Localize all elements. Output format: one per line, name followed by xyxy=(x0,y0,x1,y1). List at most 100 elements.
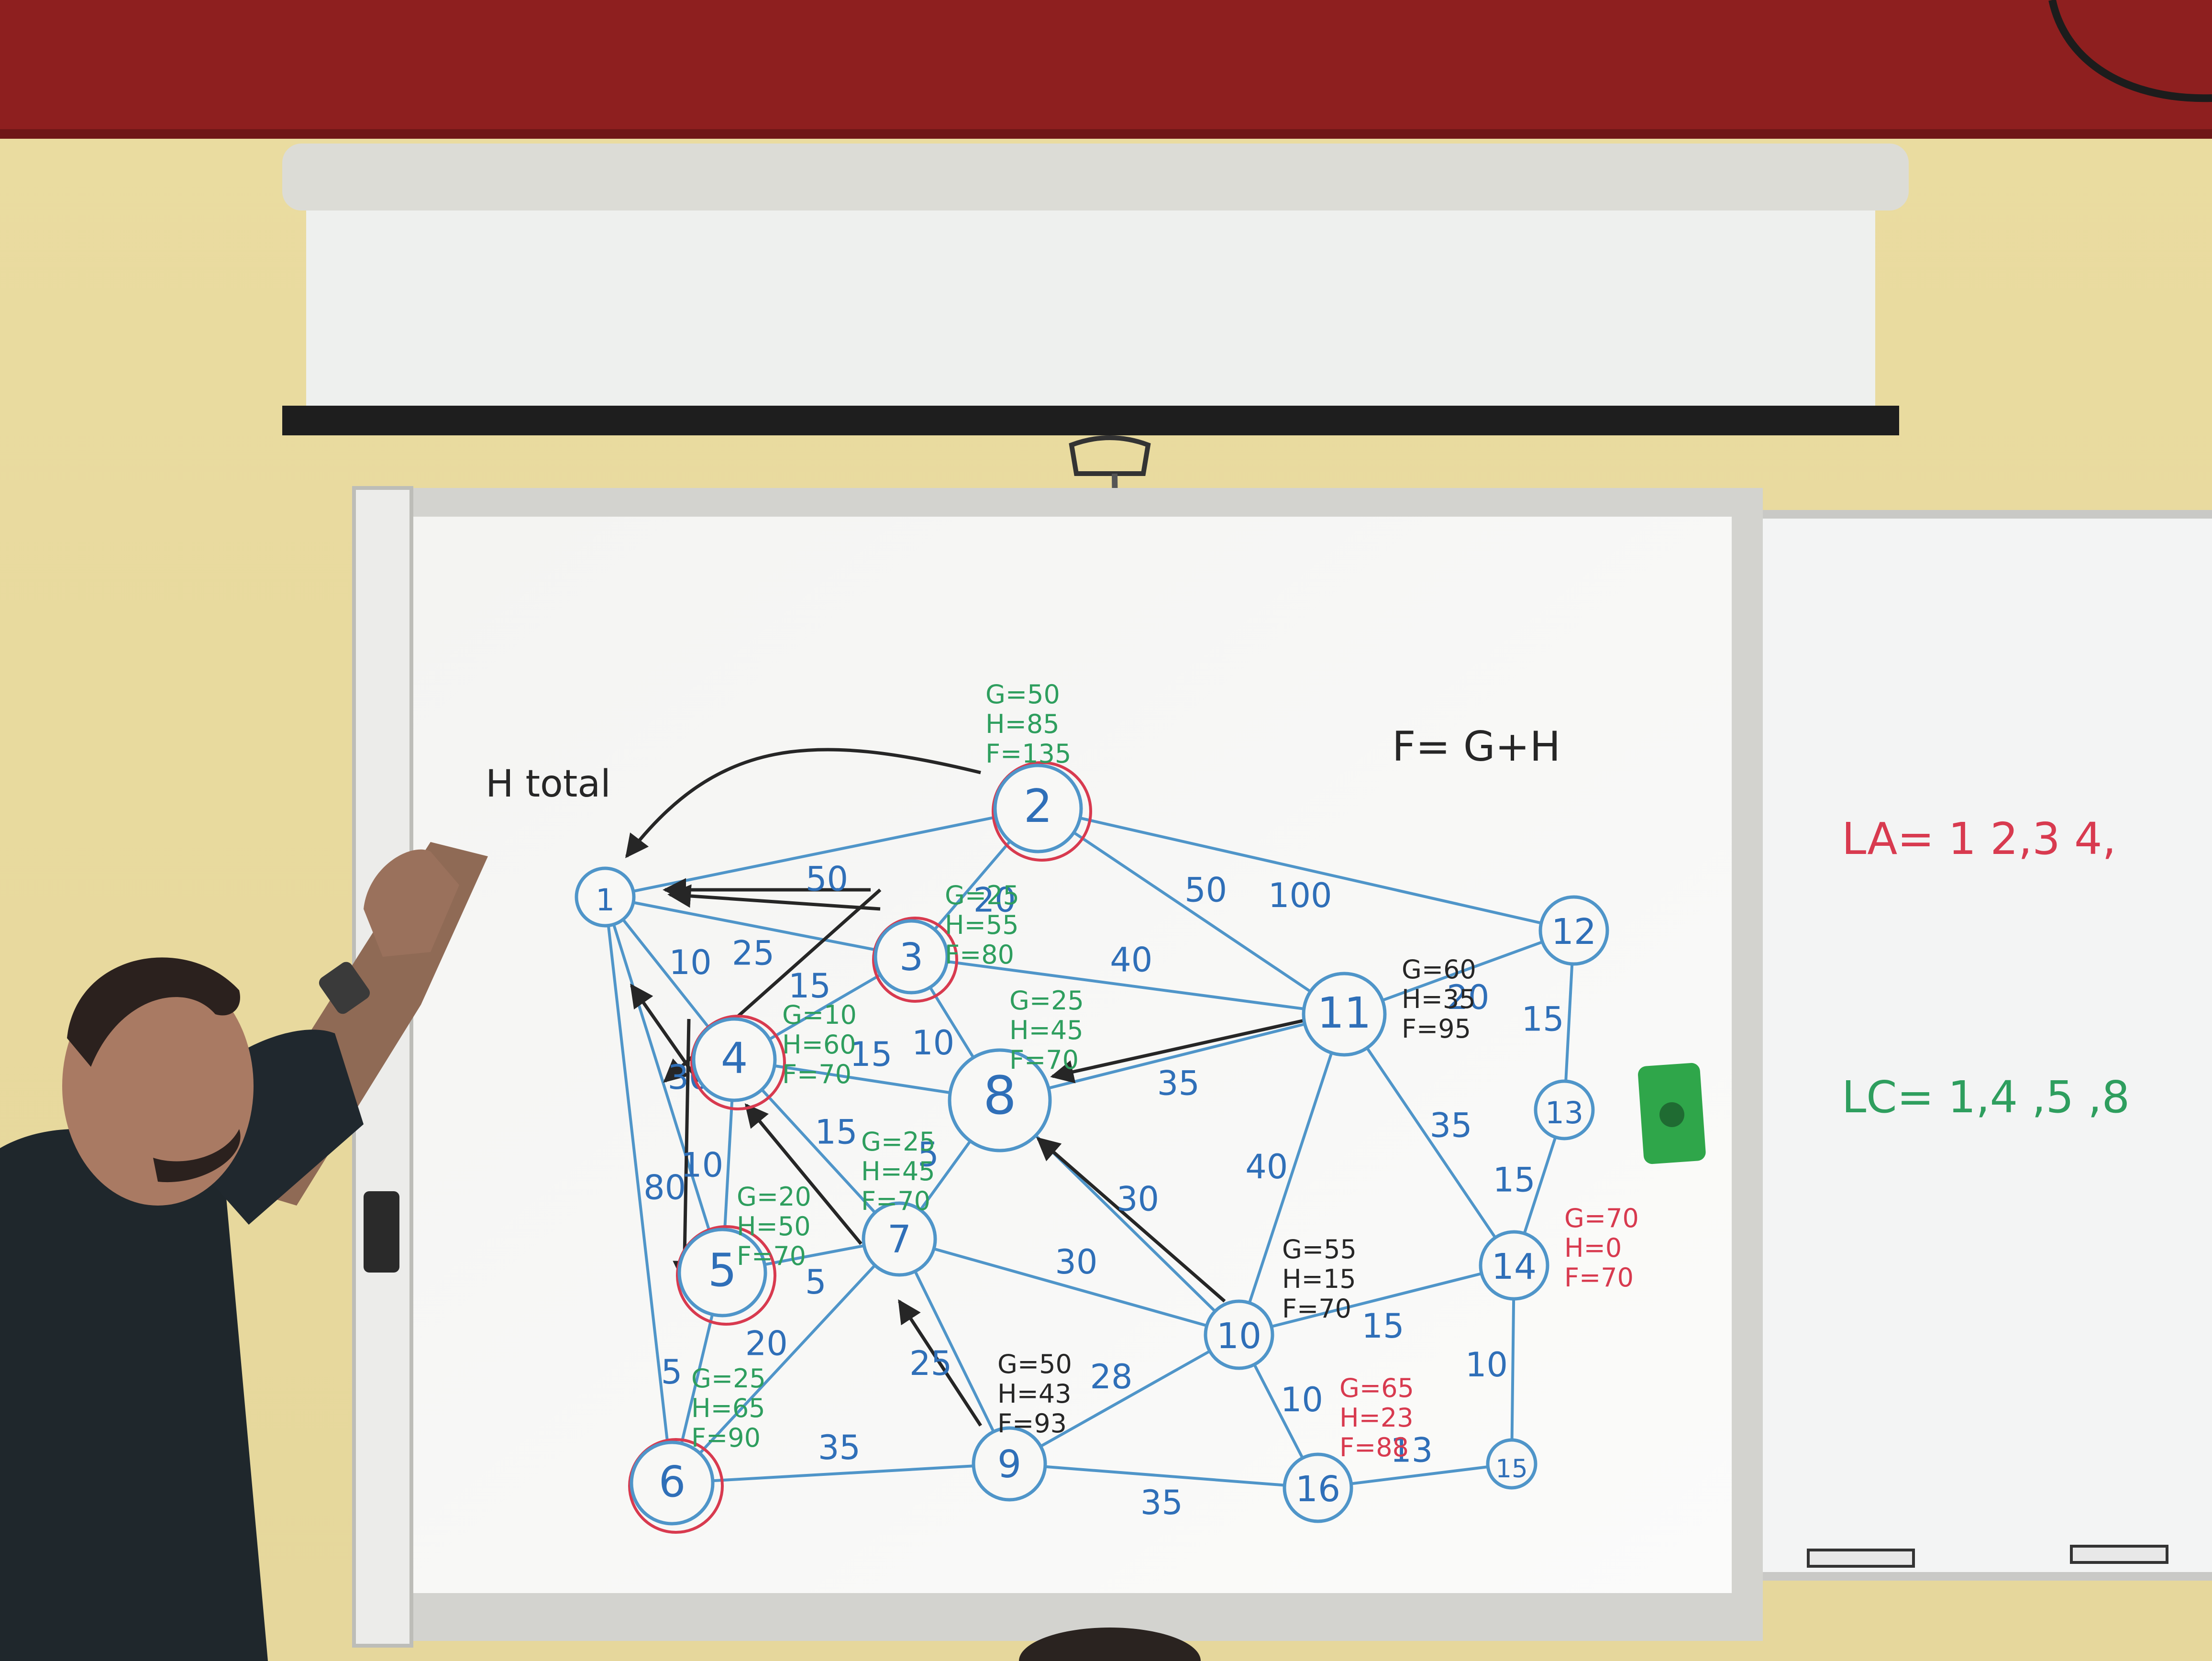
eraser xyxy=(1638,1063,1706,1164)
annotation-node-9: G=50H=43F=93 xyxy=(997,1349,1072,1439)
board-heading: H total xyxy=(486,763,611,806)
right-whiteboard xyxy=(1742,510,2212,1581)
node-label: 9 xyxy=(997,1442,1021,1486)
edge-11-10 xyxy=(1248,1052,1333,1304)
edge-9-16 xyxy=(1045,1465,1285,1487)
annotation-g: G=25 xyxy=(861,1127,936,1157)
edge-weight-11-10: 40 xyxy=(1245,1147,1288,1186)
edge-weight-1-2: 50 xyxy=(806,859,848,898)
edge-weight-7-10: 30 xyxy=(1055,1242,1097,1282)
annotation-node-16: G=65H=23F=88 xyxy=(1339,1373,1414,1462)
visited-ring xyxy=(676,1225,776,1326)
node-circle xyxy=(630,1440,715,1526)
edge-weight-6-9: 35 xyxy=(818,1428,861,1467)
annotation-h: H=45 xyxy=(861,1156,935,1186)
annotation-h: H=50 xyxy=(737,1211,811,1241)
node-circle xyxy=(1479,1230,1549,1301)
node-circle xyxy=(1538,895,1609,966)
edge-weight-4-8: 15 xyxy=(850,1035,892,1074)
annotation-g: G=25 xyxy=(945,880,1019,910)
annotation-f: F=70 xyxy=(782,1059,852,1089)
annotation-h: H=55 xyxy=(945,910,1019,940)
edge-11-12 xyxy=(1382,941,1543,1002)
annotation-node-7: G=25H=45F=70 xyxy=(861,1127,936,1216)
annotation-g: G=25 xyxy=(1009,986,1084,1016)
annotation-g: G=50 xyxy=(985,679,1060,709)
annotation-node-6: G=25H=65F=90 xyxy=(691,1363,766,1453)
node-1: 1 xyxy=(575,866,636,928)
edge-weight-3-4: 15 xyxy=(788,966,831,1006)
node-2: 2 xyxy=(992,761,1092,862)
edge-weight-9-10: 28 xyxy=(1090,1357,1132,1396)
annotation-f: F=93 xyxy=(997,1408,1067,1439)
edge-8-7 xyxy=(919,1140,972,1211)
annotation-h: H=35 xyxy=(1402,984,1476,1014)
edge-weight-1-3: 25 xyxy=(732,933,774,973)
annotation-h: H=0 xyxy=(1564,1233,1622,1263)
node-label: 5 xyxy=(708,1244,737,1297)
edge-weight-1-4: 10 xyxy=(669,943,712,982)
node-circle xyxy=(862,1201,937,1277)
node-9: 9 xyxy=(972,1426,1047,1502)
annotation-node-14: G=70H=0F=70 xyxy=(1564,1203,1639,1293)
wall-trim xyxy=(0,0,2212,134)
annotation-f: F=135 xyxy=(985,739,1071,769)
edge-1-4 xyxy=(621,919,710,1029)
edge-weight-10-14: 15 xyxy=(1361,1307,1404,1346)
annotation-node-11: G=60H=35F=95 xyxy=(1402,954,1476,1044)
node-circle xyxy=(677,1228,767,1318)
node-6: 6 xyxy=(628,1438,724,1534)
annotation-g: G=55 xyxy=(1282,1234,1357,1264)
annotation-g: G=70 xyxy=(1564,1203,1639,1233)
annotation-h: H=65 xyxy=(691,1393,765,1423)
board-formula: F= G+H xyxy=(1392,723,1560,771)
edge-weight-5-7: 5 xyxy=(805,1262,827,1302)
node-label: 13 xyxy=(1545,1096,1583,1130)
annotation-g: G=60 xyxy=(1402,954,1476,985)
edge-weight-13-14: 15 xyxy=(1493,1161,1536,1200)
edge-10-14 xyxy=(1271,1272,1482,1328)
node-label: 12 xyxy=(1551,911,1596,952)
node-13: 13 xyxy=(1534,1079,1595,1141)
annotation-h: H=60 xyxy=(782,1030,856,1060)
node-label: 8 xyxy=(983,1065,1017,1126)
edge-5-7 xyxy=(764,1244,864,1266)
visited-ring xyxy=(872,917,958,1003)
node-label: 14 xyxy=(1492,1246,1537,1287)
edge-10-16 xyxy=(1253,1363,1304,1459)
annotation-f: F=70 xyxy=(737,1241,806,1271)
edge-weight-2-3: 20 xyxy=(973,881,1016,920)
projector-screen xyxy=(282,144,1909,857)
annotation-h: H=45 xyxy=(1009,1015,1084,1045)
edge-weight-11-12: 20 xyxy=(1447,978,1489,1017)
annotation-h: H=15 xyxy=(1282,1264,1356,1294)
student-head xyxy=(1019,1628,1201,1661)
wristwatch xyxy=(319,962,370,1014)
node-label: 16 xyxy=(1295,1469,1340,1510)
closed-list-text: LC= 1,4 ,5 ,8 xyxy=(1842,1072,2130,1123)
annotation-g: G=25 xyxy=(691,1363,766,1394)
node-5: 5 xyxy=(676,1225,776,1326)
edge-9-10 xyxy=(1040,1350,1211,1448)
edge-weight-4-5: 10 xyxy=(681,1145,723,1185)
edge-weight-4-7: 15 xyxy=(815,1112,857,1152)
visited-ring xyxy=(628,1438,724,1534)
annotation-node-10: G=55H=15F=70 xyxy=(1282,1234,1357,1324)
node-circle xyxy=(692,1017,777,1102)
node-label: 2 xyxy=(1024,780,1052,833)
edge-weight-8-7: 5 xyxy=(918,1135,939,1174)
node-circle xyxy=(948,1048,1052,1152)
annotation-f: F=70 xyxy=(861,1186,930,1216)
node-12: 12 xyxy=(1538,895,1609,966)
edge-6-9 xyxy=(712,1464,974,1483)
search-path-arrows xyxy=(625,748,1311,1427)
edge-4-7 xyxy=(761,1088,876,1214)
node-circle xyxy=(993,764,1083,853)
node-11: 11 xyxy=(1302,972,1387,1057)
node-label: 15 xyxy=(1495,1454,1527,1484)
edge-11-14 xyxy=(1366,1047,1497,1239)
edge-weight-8-10: 30 xyxy=(1117,1180,1159,1219)
edge-1-2 xyxy=(633,816,996,893)
open-list-text: LA= 1 2,3 4, xyxy=(1842,813,2116,864)
